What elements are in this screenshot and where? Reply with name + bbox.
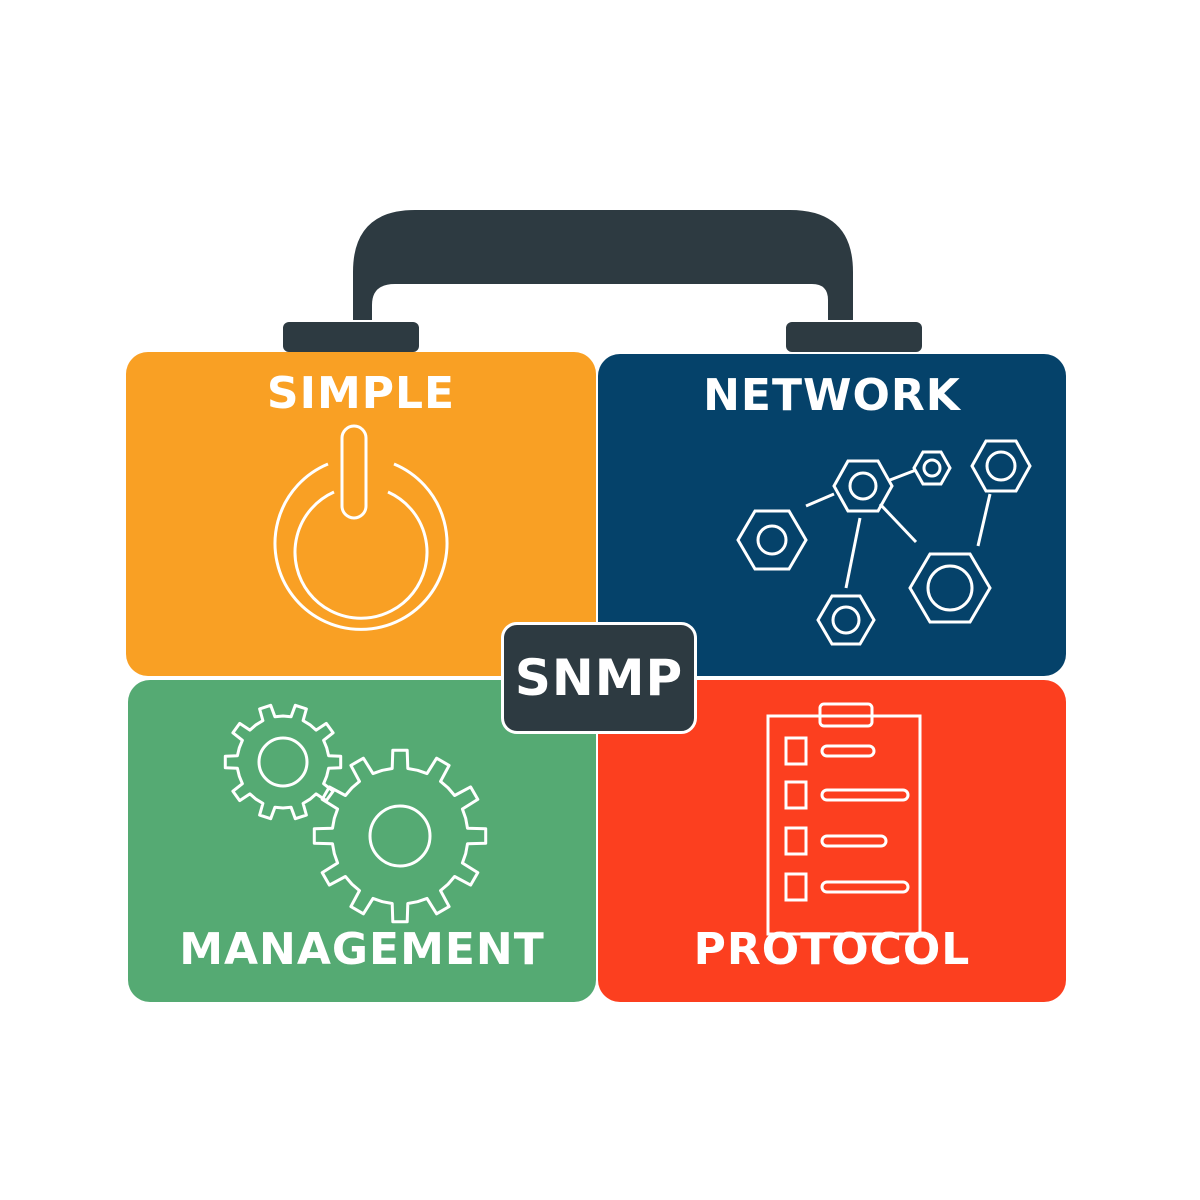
handle-clip-right — [786, 322, 922, 352]
panel-network-label: NETWORK — [703, 370, 961, 421]
network-nodes-icon — [736, 439, 1032, 646]
handle-clip-left — [283, 322, 419, 352]
power-icon — [273, 424, 449, 631]
snmp-badge: SNMP — [501, 622, 697, 734]
snmp-badge-label: SNMP — [514, 649, 684, 707]
panel-simple-label: SIMPLE — [266, 368, 456, 419]
gears-icon — [223, 703, 488, 924]
panel-simple: SIMPLE — [126, 352, 596, 676]
panel-management-label: MANAGEMENT — [179, 924, 545, 975]
checklist-clipboard-icon — [766, 702, 922, 936]
